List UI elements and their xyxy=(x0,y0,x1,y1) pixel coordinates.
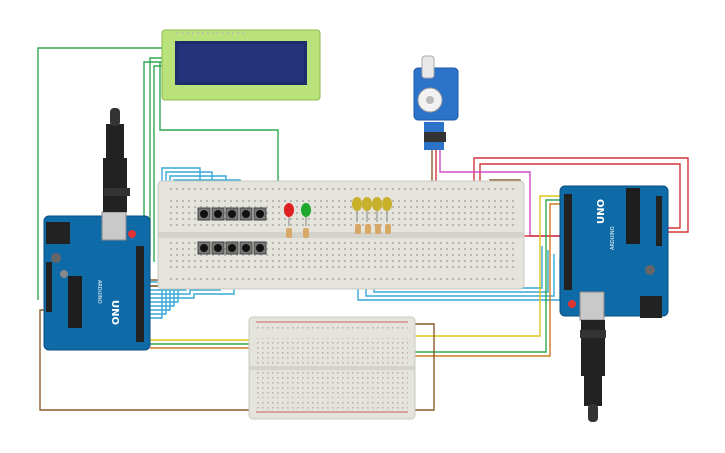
brand-label: ARDUINO xyxy=(610,226,616,250)
pushbuttons xyxy=(197,207,267,255)
usb-port xyxy=(101,211,127,241)
atmega-chip xyxy=(68,276,82,328)
wire-green-lcd-4[interactable] xyxy=(159,62,279,190)
led-yellow[interactable] xyxy=(352,197,362,222)
resistor[interactable] xyxy=(375,224,381,234)
pushbutton[interactable] xyxy=(197,207,211,221)
wire-brown-bottom[interactable] xyxy=(39,309,435,411)
usb-port xyxy=(579,291,605,321)
breadboard-main[interactable] xyxy=(157,180,525,290)
arduino-uno-right[interactable]: UNO ARDUINO xyxy=(559,185,669,321)
lcd-pins xyxy=(176,32,246,36)
reset-button[interactable] xyxy=(568,300,576,308)
arduino-uno-left[interactable]: UNO ARDUINO xyxy=(43,211,151,351)
header-analog xyxy=(46,262,52,312)
header-digital xyxy=(564,194,572,290)
board-label: UNO xyxy=(109,300,120,325)
pushbutton[interactable] xyxy=(197,241,211,255)
leds xyxy=(284,197,392,226)
pushbutton[interactable] xyxy=(253,207,267,221)
wire-red-2[interactable] xyxy=(479,163,681,229)
micro-servo[interactable] xyxy=(413,55,459,150)
led-red[interactable] xyxy=(284,203,294,226)
pushbutton[interactable] xyxy=(225,241,239,255)
resistors xyxy=(286,224,391,238)
header-analog xyxy=(656,196,662,246)
reset-button[interactable] xyxy=(128,230,136,238)
pushbutton[interactable] xyxy=(211,207,225,221)
pushbutton[interactable] xyxy=(239,207,253,221)
pushbutton[interactable] xyxy=(239,241,253,255)
wire-green-lcd-1[interactable] xyxy=(37,47,170,300)
pushbutton[interactable] xyxy=(225,207,239,221)
usb-cable-right[interactable] xyxy=(580,320,606,422)
breadboard-small[interactable] xyxy=(248,316,416,420)
lcd-display[interactable] xyxy=(161,29,321,101)
usb-cable-left[interactable] xyxy=(103,108,130,212)
header-digital xyxy=(136,246,144,342)
atmega-chip xyxy=(626,188,640,244)
resistor[interactable] xyxy=(385,224,391,234)
led-yellow[interactable] xyxy=(362,197,372,222)
brand-label: ARDUINO xyxy=(96,280,102,304)
led-green[interactable] xyxy=(301,203,311,226)
wire-red-1[interactable] xyxy=(473,157,689,233)
pushbutton[interactable] xyxy=(211,241,225,255)
resistor[interactable] xyxy=(365,224,371,234)
led-yellow[interactable] xyxy=(382,197,392,222)
resistor[interactable] xyxy=(286,228,292,238)
wire-green-lcd-3[interactable] xyxy=(143,61,170,268)
resistor[interactable] xyxy=(355,224,361,234)
resistor[interactable] xyxy=(303,228,309,238)
pushbutton[interactable] xyxy=(253,241,267,255)
power-jack xyxy=(640,296,662,318)
led-yellow[interactable] xyxy=(372,197,382,222)
power-jack xyxy=(46,222,70,244)
board-label: UNO xyxy=(596,199,607,224)
